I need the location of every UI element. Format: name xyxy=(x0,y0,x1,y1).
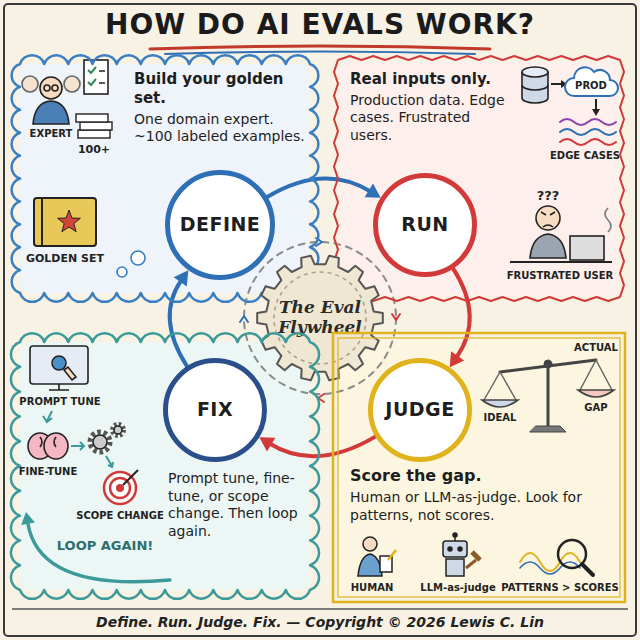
panel-body: Human or LLM-as-judge. Look for patterns… xyxy=(350,489,612,524)
panel-text-column: Score the gap. Human or LLM-as-judge. Loo… xyxy=(350,466,612,527)
illustration-label: PROMPT TUNE xyxy=(19,396,100,408)
illustration-label: EXPERT xyxy=(30,128,73,140)
prompt-tune-icon xyxy=(30,346,88,422)
stage-label: FIX xyxy=(197,399,233,421)
stage-label: JUDGE xyxy=(385,399,454,421)
page-frame xyxy=(4,4,636,636)
panel-heading: Real inputs only. xyxy=(350,70,515,89)
illustration-label: IDEAL xyxy=(484,412,517,424)
illustration-label: ??? xyxy=(537,188,560,204)
flywheel-gear: The Eval Flywheel xyxy=(254,252,386,384)
callout-panel: Score the gap. Human or LLM-as-judge. Loo… xyxy=(330,330,628,605)
illustration-label: HUMAN xyxy=(351,582,394,594)
illustration-label: PROD xyxy=(575,80,607,92)
illustration-label: PATTERNS > SCORES xyxy=(501,582,618,594)
stage-circle: FIX xyxy=(163,358,267,462)
scope-target-icon xyxy=(104,470,138,504)
balance-scale xyxy=(482,360,614,432)
expert-icon xyxy=(22,60,108,124)
panel-text-column: Build your golden set.One domain expert.… xyxy=(134,70,312,149)
cycle-arrow xyxy=(170,270,189,366)
panel-grounds xyxy=(20,62,620,597)
arrowhead xyxy=(174,270,189,286)
stage-label: RUN xyxy=(401,214,448,236)
loop-again-arrow xyxy=(21,512,170,582)
stage-circle: RUN xyxy=(373,173,477,277)
panel-text-column: Prompt tune, fine-tune, or scope change.… xyxy=(168,470,306,543)
box-outline xyxy=(333,333,625,602)
flywheel-title: The Eval Flywheel xyxy=(272,298,368,337)
illustration-label: SCOPE CHANGE xyxy=(76,510,164,522)
panel-body: Prompt tune, fine-tune, or scope change.… xyxy=(168,470,306,540)
illustration-label: GOLDEN SET xyxy=(26,252,104,265)
robot-judge-icon xyxy=(443,533,480,576)
gear-shape xyxy=(257,256,383,381)
cloud-outline xyxy=(11,333,319,599)
cloud-outline xyxy=(12,55,319,302)
stage-label: DEFINE xyxy=(180,214,261,236)
edge-case-waves xyxy=(560,119,616,145)
pattern-magnifier-icon xyxy=(520,540,593,575)
diagram-title: HOW DO AI EVALS WORK? xyxy=(0,8,640,42)
fine-tune-icon xyxy=(28,424,124,467)
connector xyxy=(453,269,470,358)
panel-heading: Score the gap. xyxy=(350,466,612,486)
illustration-label: EDGE CASES xyxy=(550,150,620,162)
frustrated-user-icon xyxy=(510,206,612,262)
illustration-label: LLM-as-judge xyxy=(420,582,495,594)
connector xyxy=(170,280,187,366)
thought-bubbles xyxy=(117,251,145,277)
connector xyxy=(270,437,376,457)
panel-body: One domain expert. ~100 labeled examples… xyxy=(134,111,312,146)
cycle-arrow xyxy=(450,269,470,368)
arrowhead xyxy=(259,437,275,451)
human-judge-icon xyxy=(358,537,396,576)
database-to-prod-icon xyxy=(522,67,618,116)
callout-panel: Build your golden set.One domain expert.… xyxy=(8,52,322,305)
box-inner-outline xyxy=(338,338,620,597)
paper-stack-icon xyxy=(76,114,112,138)
jagged-outline xyxy=(334,56,624,301)
panel-body: Production data. Edge cases. Frustrated … xyxy=(350,92,515,145)
panel-heading: Build your golden set. xyxy=(134,70,312,108)
illustration-label: FRUSTRATED USER xyxy=(507,270,614,282)
panel-text-column: Real inputs only. Production data. Edge c… xyxy=(350,70,515,147)
illustration-label: ACTUAL xyxy=(574,342,618,354)
arrowhead xyxy=(450,351,465,367)
illustration-label: 100+ xyxy=(78,143,110,156)
stage-circle: DEFINE xyxy=(165,170,276,281)
cycle-arrow xyxy=(268,178,381,197)
caption: Define. Run. Judge. Fix. — Copyright © 2… xyxy=(0,614,640,631)
illustration-label: GAP xyxy=(584,402,607,414)
title-underline xyxy=(150,46,490,54)
illustration-label: FINE-TUNE xyxy=(19,466,78,478)
golden-set-book xyxy=(34,198,96,246)
stage-circle: JUDGE xyxy=(368,358,472,462)
arrowhead xyxy=(365,184,381,198)
illustration-label: LOOP AGAIN! xyxy=(57,538,153,554)
